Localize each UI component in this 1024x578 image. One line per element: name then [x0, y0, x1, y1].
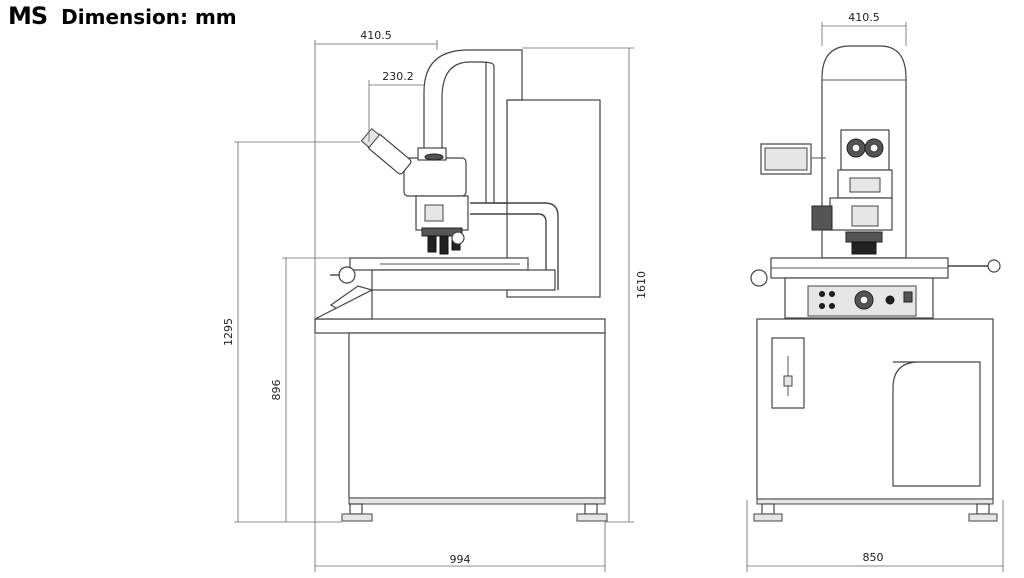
side-arm	[423, 49, 523, 204]
side-base-width-label: 994	[450, 553, 471, 566]
side-eyepiece	[360, 127, 412, 175]
front-camera	[811, 205, 833, 231]
side-view-machine	[314, 49, 608, 522]
side-foot-right	[576, 513, 608, 522]
side-stage-knob	[338, 266, 356, 284]
side-view-dimensions	[234, 40, 634, 572]
side-top-width-label: 410.5	[360, 29, 392, 42]
front-foot-right	[968, 513, 998, 522]
front-door	[892, 361, 981, 487]
brand-logo: MS	[8, 2, 48, 30]
page-title: Dimension: mm	[61, 5, 237, 29]
heading: MS Dimension: mm	[8, 2, 237, 34]
front-stage-knob-left	[750, 269, 768, 287]
side-cabinet	[348, 332, 606, 499]
side-head	[403, 157, 467, 197]
side-head-offset-label: 230.2	[382, 70, 414, 83]
side-tabletop	[314, 318, 606, 334]
side-pipe	[470, 202, 559, 290]
side-foot-left	[341, 513, 373, 522]
front-foot-left	[753, 513, 783, 522]
side-total-height-label: 1610	[635, 271, 648, 299]
front-stage-knob-right	[987, 259, 1001, 273]
front-view-machine	[750, 45, 1001, 522]
side-table-height-label: 896	[270, 380, 283, 401]
side-eyepiece-height-label: 1295	[222, 318, 235, 346]
front-view-dimensions	[746, 22, 1004, 572]
front-base-width-label: 850	[863, 551, 884, 564]
front-top-width-label: 410.5	[848, 11, 880, 24]
